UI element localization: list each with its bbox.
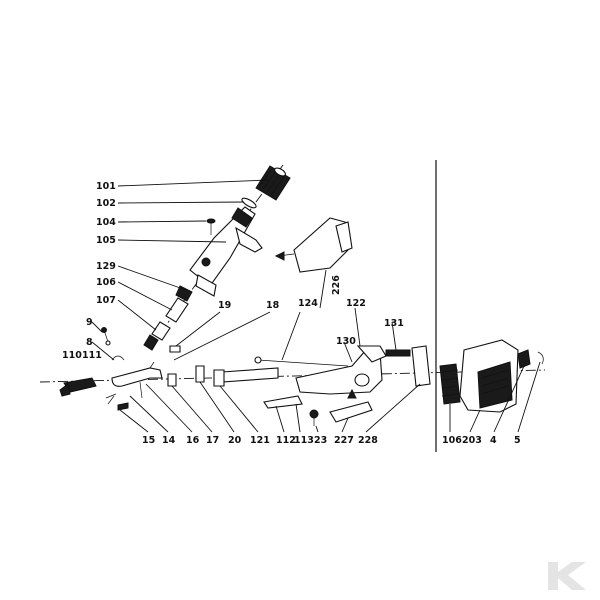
part-104-screw bbox=[206, 218, 216, 235]
part-5-clip bbox=[537, 351, 544, 365]
part-112-plate bbox=[263, 395, 303, 409]
part-129-sleeve bbox=[175, 285, 193, 302]
label-107: 107 bbox=[96, 295, 116, 306]
label-110: 110 bbox=[62, 350, 82, 361]
label-19: 19 bbox=[218, 300, 231, 311]
label-105: 105 bbox=[96, 235, 116, 246]
part-106-filter-element bbox=[439, 363, 461, 405]
part-9-pin bbox=[101, 327, 111, 346]
part-131-adjusting-screw bbox=[385, 349, 411, 357]
part-14-lever-pin bbox=[139, 381, 143, 399]
center-axis bbox=[39, 369, 546, 383]
part-102-washer bbox=[241, 197, 257, 209]
part-106-tube bbox=[165, 297, 189, 323]
part-labels: 101 102 104 105 129 106 107 9 8 110 111 … bbox=[62, 181, 521, 446]
part-227-bracket bbox=[329, 401, 373, 423]
label-122: 122 bbox=[346, 298, 366, 309]
part-4-knob bbox=[517, 349, 531, 369]
label-15: 15 bbox=[142, 435, 155, 446]
leader-lines bbox=[91, 179, 541, 433]
label-17: 17 bbox=[206, 435, 219, 446]
label-20: 20 bbox=[228, 435, 242, 446]
label-18: 18 bbox=[266, 300, 280, 311]
label-129: 129 bbox=[96, 261, 116, 272]
label-113: 113 bbox=[294, 435, 314, 446]
part-203-air-filter-housing bbox=[459, 339, 519, 413]
part-18-nut bbox=[169, 345, 181, 353]
label-111: 111 bbox=[82, 350, 102, 361]
part-121-shaft bbox=[213, 367, 279, 387]
label-14: 14 bbox=[162, 435, 176, 446]
part-110-nozzle bbox=[59, 377, 97, 397]
part-17-ferrule bbox=[167, 373, 177, 387]
label-102: 102 bbox=[96, 198, 116, 209]
part-122-carburetor-body bbox=[295, 345, 387, 395]
label-228: 228 bbox=[358, 435, 378, 446]
part-105-handle-housing bbox=[189, 206, 263, 297]
part-20-bushing bbox=[195, 365, 205, 383]
label-8: 8 bbox=[86, 337, 93, 348]
label-101: 101 bbox=[96, 181, 116, 192]
label-104: 104 bbox=[96, 217, 116, 228]
label-5: 5 bbox=[514, 435, 521, 446]
label-9: 9 bbox=[86, 317, 93, 328]
label-203: 203 bbox=[462, 435, 482, 446]
label-227: 227 bbox=[334, 435, 354, 446]
part-15-small-spring bbox=[117, 402, 129, 411]
part-226-cover bbox=[274, 217, 353, 273]
label-112: 112 bbox=[276, 435, 296, 446]
part-111-spring-wire bbox=[105, 393, 117, 405]
label-131: 131 bbox=[384, 318, 404, 329]
label-106: 106 bbox=[96, 277, 116, 288]
label-124: 124 bbox=[298, 298, 318, 309]
label-226: 226 bbox=[331, 275, 342, 295]
part-107-coupling bbox=[143, 321, 171, 351]
label-23: 23 bbox=[314, 435, 327, 446]
label-4: 4 bbox=[490, 435, 497, 446]
part-16-lever-arm bbox=[111, 361, 163, 387]
part-101-knurled-cap bbox=[255, 165, 291, 201]
label-130: 130 bbox=[336, 336, 356, 347]
label-121: 121 bbox=[250, 435, 270, 446]
part-228-mount-plate bbox=[411, 345, 431, 387]
part-124-long-rod bbox=[254, 356, 349, 367]
label-106-right: 106 bbox=[442, 435, 462, 446]
part-227-arrow bbox=[347, 388, 357, 399]
brand-logo bbox=[548, 562, 586, 590]
label-16: 16 bbox=[186, 435, 200, 446]
part-23-screw-small bbox=[309, 409, 319, 426]
